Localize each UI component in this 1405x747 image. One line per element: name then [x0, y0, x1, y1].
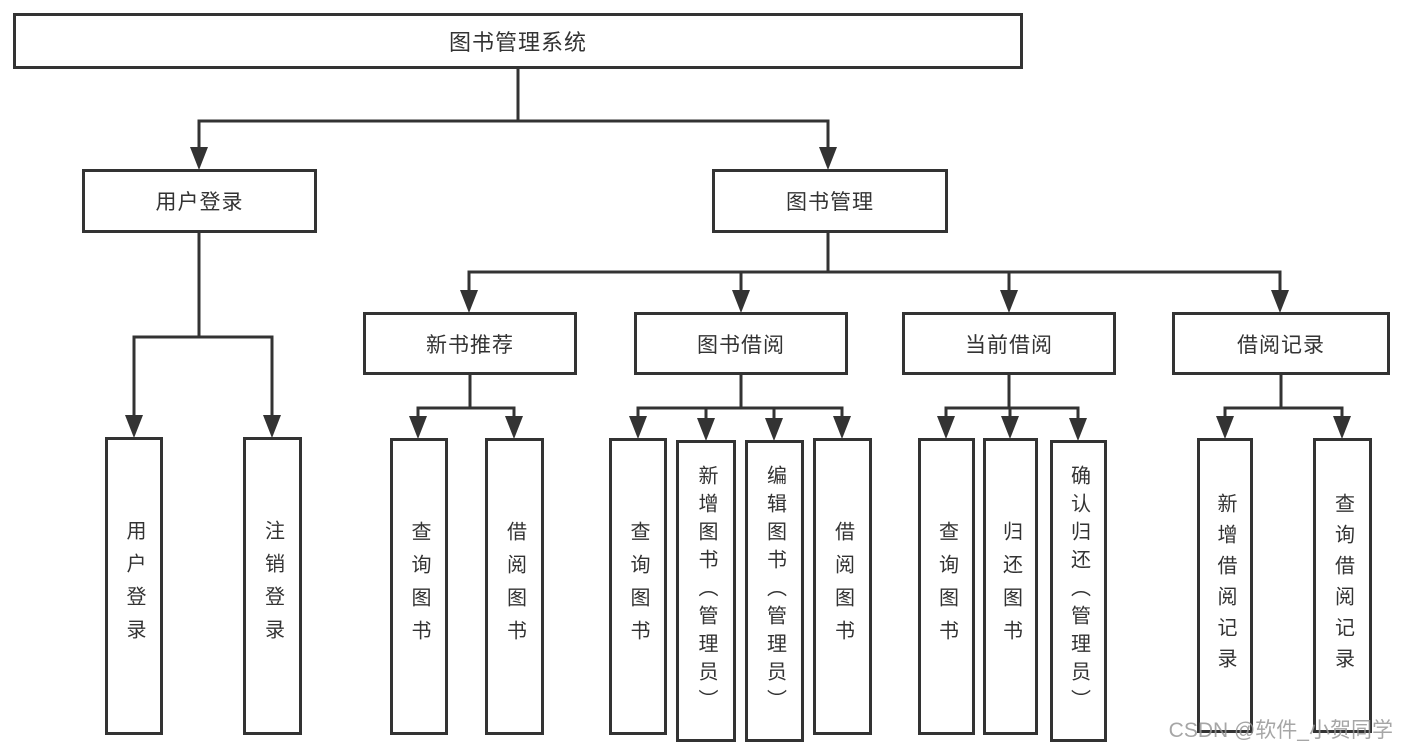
node-leaf-logout-login: 注销登录 [243, 437, 302, 735]
node-leaf-user-login: 用户登录 [105, 437, 163, 735]
arrowheads [125, 147, 1351, 441]
node-leaf-add-books-admin: 新增图书（管理员） [676, 440, 736, 742]
node-library-system: 图书管理系统 [13, 13, 1023, 69]
node-leaf-confirm-return-admin: 确认归还（管理员） [1050, 440, 1107, 742]
watermark: CSDN @软件_小贺同学 [1168, 719, 1393, 742]
node-leaf-borrow-books-newrec: 借阅图书 [485, 438, 544, 735]
node-book-management: 图书管理 [712, 169, 948, 233]
node-borrow-records: 借阅记录 [1172, 312, 1390, 375]
node-user-login: 用户登录 [82, 169, 317, 233]
node-leaf-query-books-borrow: 查询图书 [609, 438, 667, 735]
node-leaf-return-books: 归还图书 [983, 438, 1038, 735]
node-leaf-add-borrow-record: 新增借阅记录 [1197, 438, 1253, 733]
node-current-borrow: 当前借阅 [902, 312, 1116, 375]
node-book-borrow: 图书借阅 [634, 312, 848, 375]
node-leaf-query-books-newrec: 查询图书 [390, 438, 448, 735]
node-new-book-recommend: 新书推荐 [363, 312, 577, 375]
node-leaf-borrow-books-borrow: 借阅图书 [813, 438, 872, 735]
node-leaf-query-borrow-record: 查询借阅记录 [1313, 438, 1372, 733]
node-leaf-query-books-current: 查询图书 [918, 438, 975, 735]
node-leaf-edit-books-admin: 编辑图书（管理员） [745, 440, 804, 742]
